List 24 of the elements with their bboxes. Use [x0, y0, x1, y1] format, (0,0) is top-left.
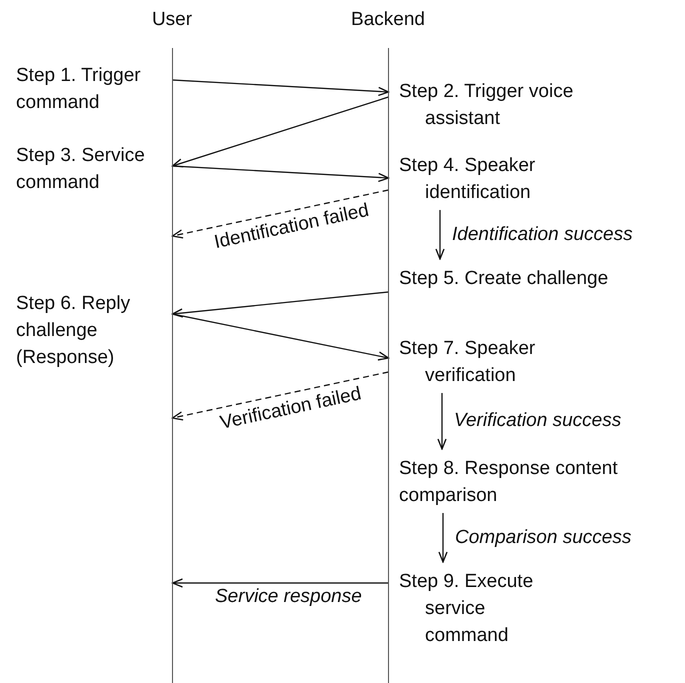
- lifeline-header: Backend: [350, 8, 426, 32]
- step-text: Step 3. Service command: [16, 142, 156, 196]
- step-text: Step 1. Trigger command: [16, 62, 176, 116]
- arrow: [438, 513, 448, 563]
- step-text: Step 7. Speaker verification: [399, 335, 625, 389]
- arrow: [437, 393, 447, 450]
- arrow: [172, 96, 389, 168]
- arrow: [172, 313, 390, 361]
- step-text: Step 4. Speaker identification: [399, 152, 625, 206]
- arrow: [172, 578, 388, 588]
- arrow: [172, 79, 390, 96]
- arrow: [172, 291, 389, 318]
- edge-label: Service response: [213, 586, 364, 608]
- step-text: Step 5. Create challenge: [399, 265, 615, 292]
- step-text: Step 6. Reply challenge (Response): [16, 290, 166, 371]
- step-text: Step 8. Response content comparison: [399, 455, 639, 509]
- arrow: [172, 371, 389, 420]
- step-text: Step 2. Trigger voice assistant: [399, 78, 615, 132]
- step-text: Step 9. Execute service command: [399, 568, 565, 649]
- arrow: [435, 210, 445, 260]
- edge-label: Comparison success: [453, 526, 634, 548]
- arrow: [172, 189, 389, 238]
- arrow: [172, 165, 390, 182]
- lifeline-header: User: [150, 8, 194, 32]
